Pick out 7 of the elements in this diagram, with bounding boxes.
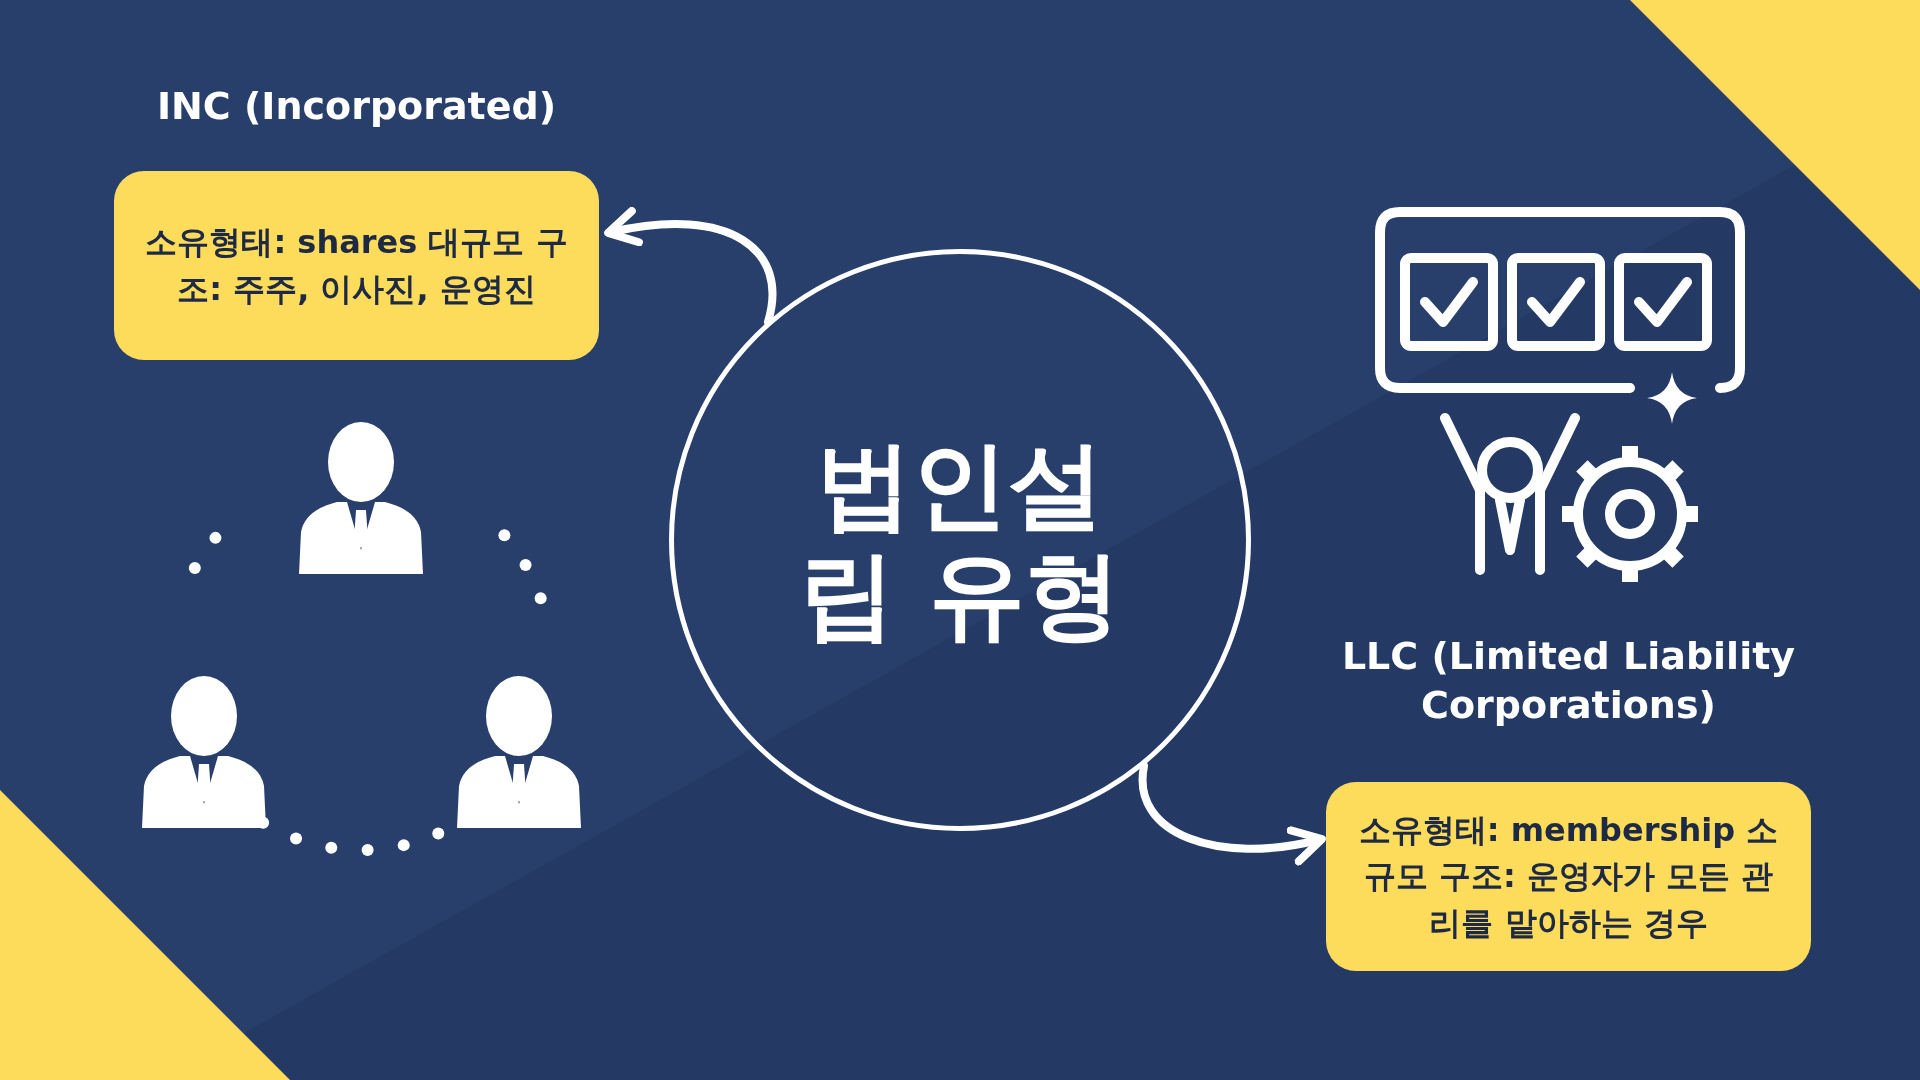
title-circle: 법인설립 유형 — [669, 249, 1251, 831]
curved-arrow — [604, 207, 777, 326]
curved-arrow — [1138, 762, 1326, 865]
section-heading: INC (Incorporated) — [155, 83, 558, 130]
info-box: 소유형태: shares 대규모 구조: 주주, 이사진, 운영진 — [114, 171, 599, 360]
info-box: 소유형태: membership 소규모 구조: 운영자가 모든 관리를 맡아하는 경우 — [1326, 782, 1811, 971]
section-heading: LLC (Limited Liability Corporations) — [1340, 633, 1797, 730]
